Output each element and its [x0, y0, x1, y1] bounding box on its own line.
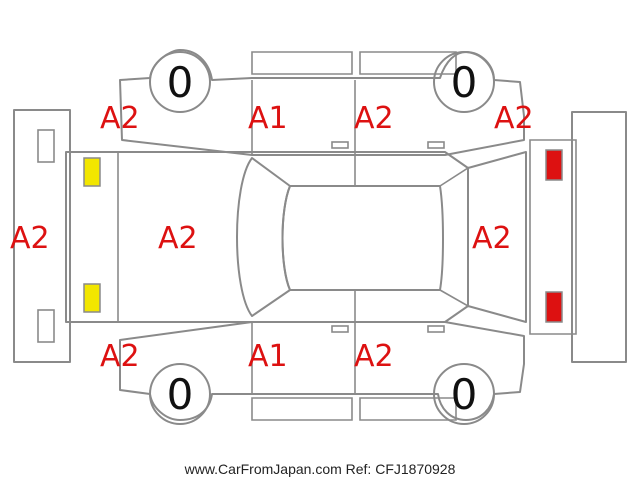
front-bumper: [13, 109, 71, 363]
top-view-body: [65, 139, 577, 335]
rear-bumper: [571, 111, 627, 363]
damage-upper-front-door: A1: [248, 101, 288, 136]
damage-upper-rear-quarter: A2: [494, 101, 534, 136]
tire-rear-left-value: 0: [451, 58, 478, 107]
tire-rear-right-value: 0: [451, 370, 478, 419]
damage-hood: A2: [158, 221, 198, 256]
rear-lamp-upper: [545, 149, 563, 181]
damage-upper-front-fender: A2: [100, 101, 140, 136]
tire-front-right-value: 0: [167, 370, 194, 419]
damage-lower-front-fender: A2: [100, 339, 140, 374]
damage-trunk: A2: [472, 221, 512, 256]
watermark-text: www.CarFromJapan.com Ref: CFJ1870928: [184, 461, 456, 477]
rear-lamp-lower: [545, 291, 563, 323]
front-lamp-upper: [83, 157, 101, 187]
damage-lower-rear-door: A2: [354, 339, 394, 374]
damage-upper-rear-door: A2: [354, 101, 394, 136]
tire-rear-right-wheel: 0: [433, 363, 495, 425]
tire-front-left-value: 0: [167, 58, 194, 107]
tire-front-left-wheel: 0: [149, 51, 211, 113]
front-lamp-lower: [83, 283, 101, 313]
damage-front-bumper: A2: [10, 221, 50, 256]
tire-rear-left-wheel: 0: [433, 51, 495, 113]
damage-lower-front-door: A1: [248, 339, 288, 374]
tire-front-right-wheel: 0: [149, 363, 211, 425]
